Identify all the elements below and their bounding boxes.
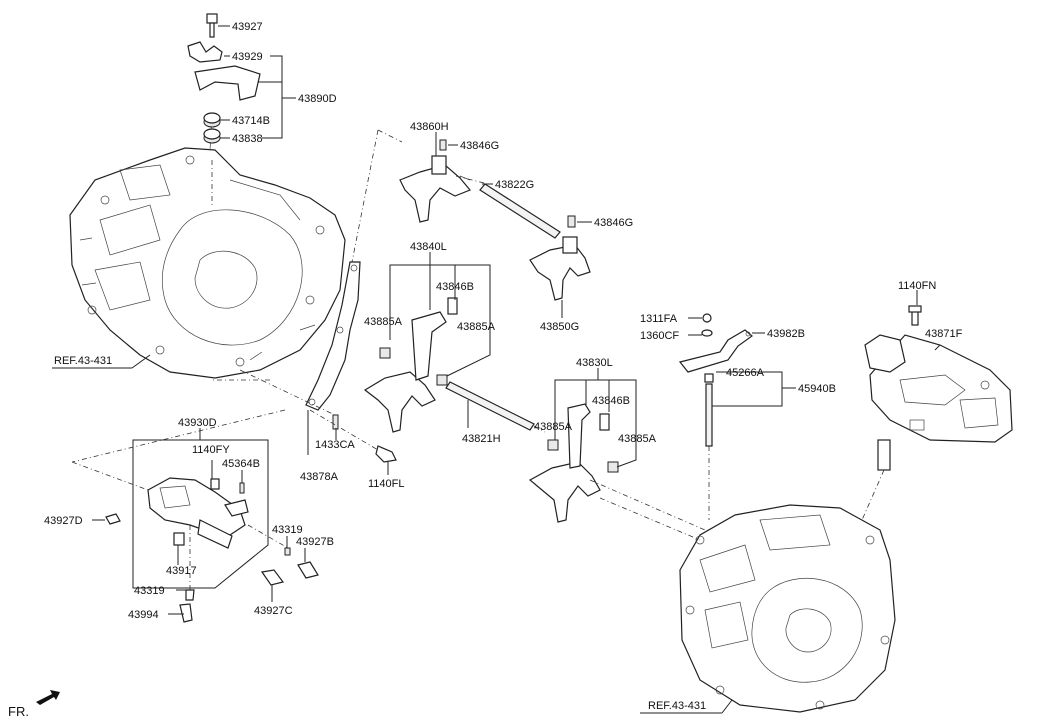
shift-selector-assembly (864, 305, 1013, 471)
label-43994: 43994 (128, 609, 159, 621)
label-45266a: 45266A (726, 367, 765, 379)
label-43885a-c: 43885A (534, 421, 573, 433)
label-ref-right: REF.43-431 (648, 700, 706, 712)
label-1311fa: 1311FA (640, 313, 678, 325)
label-43840l: 43840L (410, 241, 447, 253)
label-43885a-a: 43885A (364, 316, 403, 328)
transmission-case-right (679, 504, 896, 713)
label-43821h: 43821H (462, 433, 501, 445)
label-43846g-mid: 43846G (594, 217, 633, 229)
shift-fork-middle (363, 297, 535, 433)
label-43927c: 43927C (254, 605, 293, 617)
label-ref-left: REF.43-431 (54, 355, 112, 367)
center-lines (71, 129, 885, 590)
label-45364b: 45364B (222, 458, 260, 470)
label-43871f: 43871F (925, 328, 963, 340)
label-43714b: 43714B (232, 115, 270, 127)
shift-fork-upper (399, 139, 591, 301)
label-43878a: 43878A (300, 471, 339, 483)
label-43860h: 43860H (410, 121, 449, 133)
label-43846g-top: 43846G (460, 140, 499, 152)
label-43838: 43838 (232, 133, 263, 145)
label-43830l: 43830L (576, 357, 613, 369)
label-43846b-b: 43846B (592, 395, 630, 407)
leader-lines (52, 25, 941, 714)
label-fr: FR. (8, 704, 29, 719)
bracket-stack (187, 13, 261, 144)
label-1140fn: 1140FN (898, 280, 936, 292)
label-1140fl: 1140FL (368, 478, 405, 490)
shift-lever-parts (678, 313, 753, 447)
label-45940b: 45940B (798, 383, 836, 395)
label-43927d: 43927D (44, 515, 83, 527)
shift-fork-lower (528, 403, 619, 523)
label-43930d: 43930D (178, 417, 217, 429)
assembly-box-43930d (105, 439, 269, 589)
transmission-case-left (69, 117, 346, 379)
lower-bolts (179, 547, 319, 623)
label-43917: 43917 (166, 565, 197, 577)
label-43319-a: 43319 (272, 524, 303, 536)
label-1140fy: 1140FY (192, 444, 230, 456)
label-1360cf: 1360CF (640, 330, 679, 342)
label-43885a-d: 43885A (618, 433, 657, 445)
shift-lug-arm (305, 261, 397, 463)
label-43822g: 43822G (495, 179, 534, 191)
label-43850g: 43850G (540, 321, 579, 333)
label-43319-b: 43319 (134, 585, 165, 597)
label-43929: 43929 (232, 51, 263, 63)
label-43890d: 43890D (298, 93, 337, 105)
label-43927: 43927 (232, 21, 263, 33)
part-labels: 43927 43929 43890D 43714B 43838 REF.43-4… (8, 21, 963, 719)
front-arrow-icon (36, 690, 60, 705)
label-43885a-b: 43885A (457, 321, 496, 333)
label-1433ca: 1433CA (315, 439, 355, 451)
label-43982b: 43982B (767, 328, 805, 340)
label-43846b-a: 43846B (436, 281, 474, 293)
label-43927b: 43927B (296, 536, 334, 548)
